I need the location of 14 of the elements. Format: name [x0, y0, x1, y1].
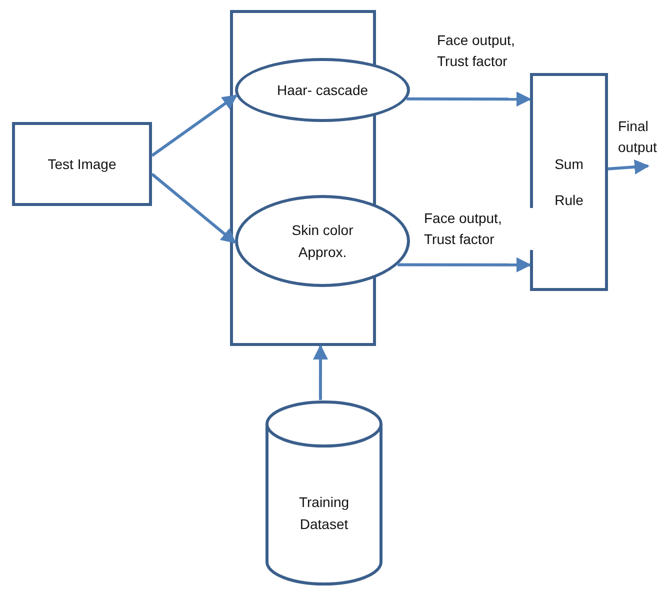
- edge-label: Face output, Trust factor: [424, 208, 534, 250]
- node-label: Training Dataset: [298, 492, 350, 534]
- arrow: [313, 344, 328, 400]
- arrow: [406, 92, 532, 107]
- node-label: Test Image: [48, 154, 116, 174]
- node-label: Haar- cascade: [276, 80, 368, 100]
- arrow: [608, 160, 650, 174]
- node-label: Skin color Approx.: [290, 220, 354, 262]
- node-label: Sum Rule: [554, 154, 584, 210]
- arrow: [398, 257, 532, 272]
- process-box: [530, 73, 608, 291]
- process-box: [12, 122, 152, 206]
- arrow: [151, 172, 236, 244]
- arrow: [151, 94, 238, 157]
